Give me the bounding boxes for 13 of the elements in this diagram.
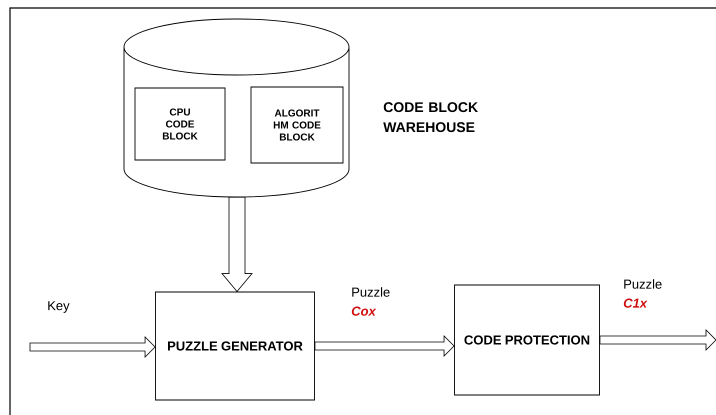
storage-label: CODE BLOCK WAREHOUSE — [383, 102, 478, 132]
code-block-box: CPU CODE BLOCK — [134, 88, 226, 160]
edge-label: Puzzle Cox — [352, 287, 390, 316]
block-arrow — [314, 335, 455, 357]
storage-cylinder — [124, 18, 350, 198]
edge-label: Key — [48, 301, 70, 313]
process-box: CODE PROTECTION — [454, 284, 600, 396]
code-block-box: ALGORIT HM CODE BLOCK — [250, 86, 344, 164]
process-box: PUZZLE GENERATOR — [155, 292, 315, 400]
block-arrow — [600, 329, 716, 351]
edge-label: Puzzle C1x — [624, 279, 662, 308]
block-arrow — [30, 336, 156, 358]
block-arrow — [221, 196, 253, 292]
